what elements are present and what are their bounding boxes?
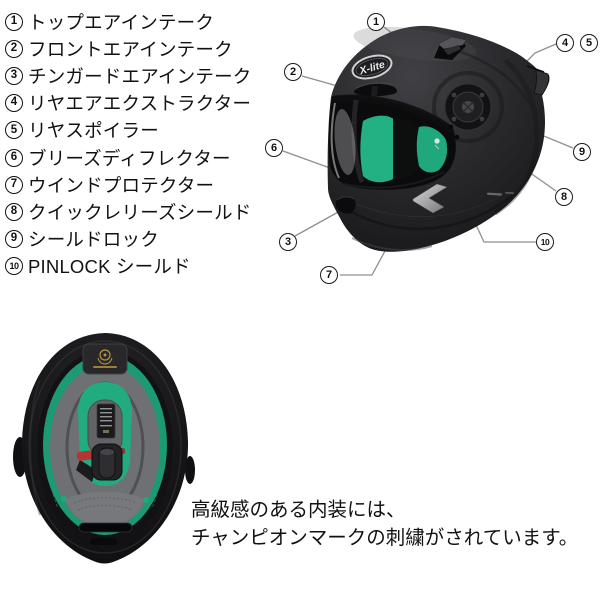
- callout-4: 4: [556, 34, 574, 52]
- helmet-interior-view: [13, 333, 195, 564]
- caption-line-1: 高級感のある内装には、: [191, 499, 406, 521]
- callout-6: 6: [265, 139, 283, 157]
- chin-strap: [76, 443, 125, 482]
- feature-number-badge: 10: [5, 257, 23, 276]
- rear-spoiler: [526, 65, 550, 96]
- feature-label: PINLOCK シールド: [28, 256, 191, 278]
- feature-label: トップエアインテーク: [28, 11, 215, 33]
- feature-item-7: 7 ウインドプロテクター: [5, 171, 251, 198]
- callout-8: 8: [555, 188, 573, 206]
- interior-lining-left: [360, 115, 395, 183]
- feature-number-badge: 4: [5, 94, 23, 113]
- feature-label: リヤエアエクストラクター: [28, 93, 252, 115]
- feature-item-4: 4 リヤエアエクストラクター: [5, 90, 251, 117]
- callout-2: 2: [284, 63, 302, 81]
- feature-label: リヤスポイラー: [28, 120, 159, 142]
- care-label: [96, 403, 116, 439]
- feature-number-badge: 9: [5, 230, 23, 249]
- brand-logo: X-lite: [351, 54, 393, 80]
- feature-label: クイックレリーズシールド: [28, 201, 252, 223]
- chin-pad: [61, 491, 149, 545]
- feature-item-9: 9 シールドロック: [5, 226, 251, 253]
- feature-list: 1 トップエアインテーク 2 フロントエアインテーク 3 チンガードエアインテーク 4…: [5, 8, 251, 280]
- feature-label: フロントエアインテーク: [28, 38, 233, 60]
- callout-7: 7: [320, 266, 338, 284]
- feature-item-10: 10 PINLOCK シールド: [5, 253, 251, 280]
- helmet-front-diagram: X-lite: [282, 25, 574, 276]
- front-air-intake: [353, 82, 397, 97]
- feature-number-badge: 6: [5, 148, 23, 167]
- champion-mark-patch: [82, 343, 128, 375]
- feature-number-badge: 1: [5, 12, 23, 31]
- feature-number-badge: 5: [5, 121, 23, 140]
- feature-item-8: 8 クイックレリーズシールド: [5, 198, 251, 225]
- feature-label: シールドロック: [28, 229, 159, 251]
- feature-item-2: 2 フロントエアインテーク: [5, 35, 251, 62]
- feature-item-3: 3 チンガードエアインテーク: [5, 62, 251, 89]
- caption-line-2: チャンピオンマークの刺繍がされています。: [191, 527, 579, 549]
- feature-number-badge: 7: [5, 175, 23, 194]
- interior-lining-right: [416, 126, 448, 173]
- feature-item-5: 5 リヤスポイラー: [5, 117, 251, 144]
- chin-vent-slot: [78, 522, 133, 533]
- interior-caption: 高級感のある内装には、 チャンピオンマークの刺繍がされています。: [191, 496, 578, 552]
- callout-3: 3: [279, 233, 297, 251]
- feature-item-6: 6 ブリーズディフレクター: [5, 144, 251, 171]
- shield-pivot: [444, 83, 492, 149]
- feature-label: チンガードエアインテーク: [28, 65, 252, 87]
- feature-item-1: 1 トップエアインテーク: [5, 8, 251, 35]
- callout-10: 10: [536, 233, 554, 251]
- chin-vent-slot: [90, 538, 117, 545]
- callout-5: 5: [580, 34, 598, 52]
- feature-label: ウインドプロテクター: [28, 174, 215, 196]
- callout-1: 1: [367, 13, 385, 31]
- feature-number-badge: 2: [5, 39, 23, 58]
- silver-accent: [412, 183, 448, 214]
- callout-9: 9: [573, 143, 591, 161]
- top-air-intake: [434, 36, 467, 60]
- feature-number-badge: 3: [5, 66, 23, 85]
- visor: [328, 94, 456, 190]
- champion-mark-emblem: [434, 138, 440, 144]
- feature-label: ブリーズディフレクター: [28, 147, 231, 169]
- feature-number-badge: 8: [5, 202, 23, 221]
- chin-air-intake: [336, 196, 356, 214]
